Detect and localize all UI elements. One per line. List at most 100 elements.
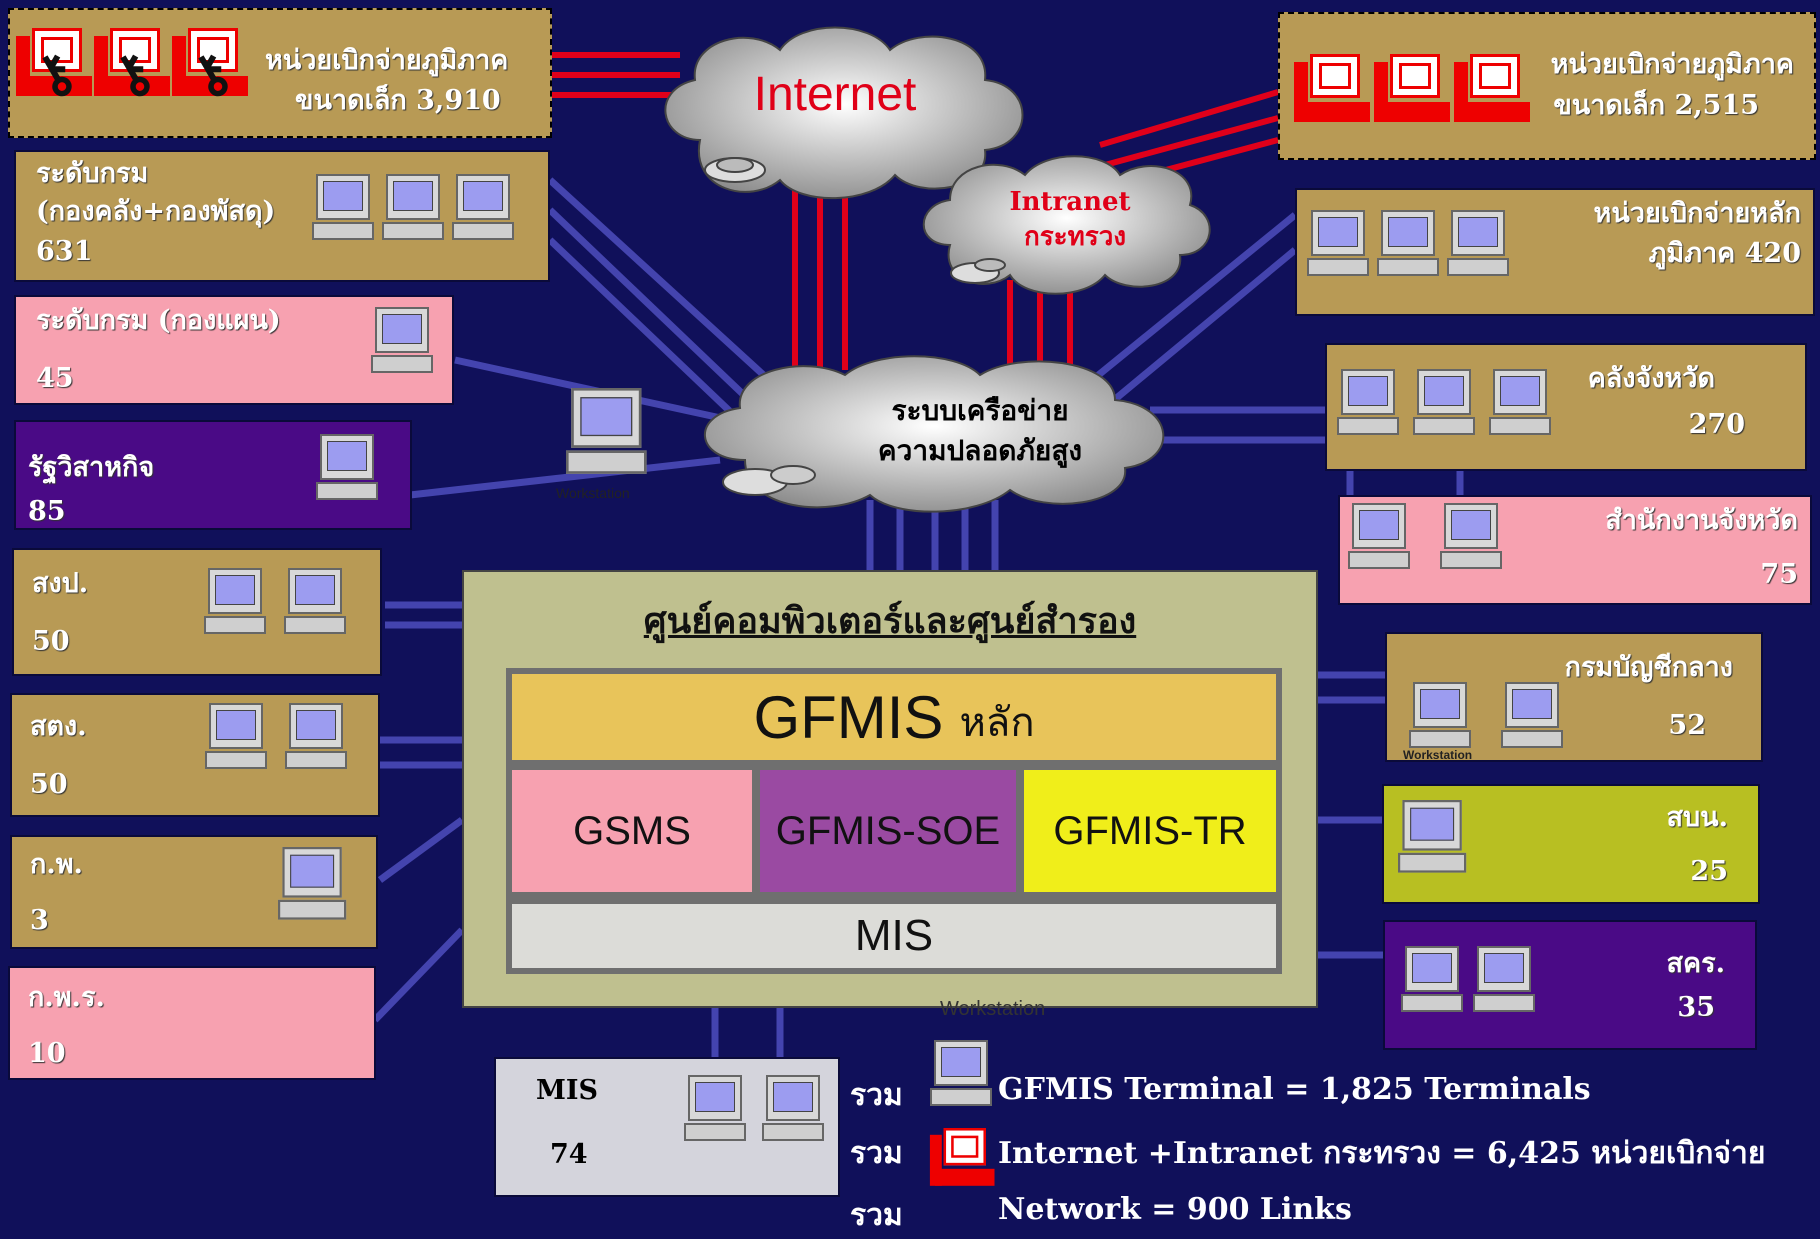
unit-department-finance: ระดับกรม (กองคลัง+กองพัสดุ) 631: [14, 150, 550, 282]
unit-count: 631: [36, 236, 93, 267]
terminal-icon: [1294, 54, 1370, 126]
pc-group: [1337, 369, 1551, 437]
legend-prefix-1: รวม: [850, 1078, 903, 1113]
gfmis-tr-module: GFMIS-TR: [1024, 770, 1276, 892]
unit-count: 10: [28, 1038, 66, 1069]
mis-unit-box: MIS 74: [494, 1057, 840, 1197]
terminal-icon: ⚷: [16, 28, 92, 110]
unit-line1: ระดับกรม: [36, 158, 149, 189]
gfmis-soe-label: GFMIS-SOE: [775, 808, 1001, 853]
computer-icon: [762, 1075, 824, 1143]
mis-module-label: MIS: [854, 911, 934, 960]
workstation-left-center: [566, 388, 647, 474]
computer-icon: [1377, 210, 1439, 278]
unit-count: 3: [30, 905, 49, 936]
computer-icon: [930, 1040, 992, 1108]
unit-line1: รัฐวิสาหกิจ: [28, 452, 155, 483]
unit-provincial-office: สำนักงานจังหวัด 75: [1338, 495, 1812, 605]
gfmis-main-label: GFMIS: [753, 683, 944, 751]
computer-icon: [1307, 210, 1369, 278]
secure-network-label-2: ความปลอดภัยสูง: [878, 434, 1082, 468]
unit-line1: หน่วยเบิกจ่ายหลัก: [1593, 198, 1801, 229]
intranet-label: Intranet: [1009, 187, 1130, 217]
terminal-icon: [1374, 54, 1450, 126]
computer-icon: [204, 568, 266, 636]
unit-public-debt: สบน. 25: [1382, 784, 1760, 904]
pc-group: [204, 568, 346, 636]
secure-network-cloud: ระบบเครือข่าย ความปลอดภัยสูง: [703, 355, 1165, 513]
small-units-right-line2: ขนาดเล็ก 2,515: [1553, 90, 1759, 121]
legend-network: Network = 900 Links: [998, 1192, 1352, 1227]
computer-icon: [1337, 369, 1399, 437]
pc-group: [1307, 210, 1509, 278]
pc-group: [1401, 946, 1535, 1014]
computer-icon: [1409, 682, 1471, 750]
unit-civil-service: ก.พ. 3: [10, 835, 378, 949]
unit-audit-office: สตง. 50: [10, 693, 380, 817]
legend-terminals: GFMIS Terminal = 1,825 Terminals: [998, 1072, 1591, 1107]
unit-count: 50: [30, 769, 68, 800]
unit-line1: ก.พ.ร.: [28, 982, 105, 1013]
unit-line1: สคร.: [1666, 948, 1725, 979]
unit-state-enterprise-policy: สคร. 35: [1383, 920, 1757, 1050]
small-units-right-box: หน่วยเบิกจ่ายภูมิภาค ขนาดเล็ก 2,515: [1278, 12, 1816, 160]
legend-prefix-2: รวม: [850, 1136, 903, 1171]
gfmis-tr-label: GFMIS-TR: [1053, 808, 1247, 853]
unit-opdc: ก.พ.ร. 10: [8, 966, 376, 1080]
mis-unit-label: MIS: [536, 1075, 599, 1106]
intranet-ministry-label: กระทรวง: [1024, 222, 1126, 252]
unit-state-enterprise: รัฐวิสาหกิจ 85: [14, 420, 412, 530]
unit-line1: ก.พ.: [30, 849, 83, 880]
workstation-label: Workstation: [1403, 748, 1473, 762]
pc-group: [205, 703, 347, 771]
computer-icon: [1348, 503, 1410, 571]
mis-unit-count: 74: [550, 1139, 588, 1170]
computer-icon: [1447, 210, 1509, 278]
computer-icon: [1501, 682, 1563, 750]
computer-icon: [285, 703, 347, 771]
pc-group: [1398, 800, 1467, 873]
computer-icon: [566, 388, 647, 476]
unit-count: 52: [1668, 710, 1706, 741]
legend-terminal-icon: [930, 1040, 992, 1108]
legend-internet-intranet: Internet +Intranet กระทรวง = 6,425 หน่วย…: [998, 1136, 1766, 1171]
unit-department-planning: ระดับกรม (กองแผน) 45: [14, 295, 454, 405]
small-units-left-line2: ขนาดเล็ก 3,910: [295, 85, 501, 116]
computer-icon: [1440, 503, 1502, 571]
unit-count: 270: [1688, 409, 1745, 440]
mis-module: MIS: [512, 904, 1276, 968]
computer-icon: [371, 307, 433, 375]
terminal-icon: [1454, 54, 1530, 126]
computer-icon: [1489, 369, 1551, 437]
pc-group: [371, 307, 433, 375]
computer-icon: [1413, 369, 1475, 437]
terminal-icon: [929, 1128, 995, 1189]
unit-line2: (กองคลัง+กองพัสดุ): [36, 196, 276, 227]
secure-network-label-1: ระบบเครือข่าย: [891, 394, 1068, 427]
unit-count: 45: [36, 363, 74, 394]
legend-prefix-3: รวม: [850, 1198, 903, 1233]
unit-line1: สำนักงานจังหวัด: [1605, 505, 1798, 536]
unit-provincial-treasury: คลังจังหวัด 270: [1325, 343, 1807, 471]
center-title: ศูนย์คอมพิวเตอร์และศูนย์สำรอง: [643, 600, 1137, 642]
gfmis-modules: GFMIS หลัก GSMS GFMIS-SOE GFMIS-TR MIS: [506, 668, 1282, 974]
unit-budget-bureau: สงป. 50: [12, 548, 382, 676]
unit-line1: กรมบัญชีกลาง: [1564, 652, 1733, 683]
unit-line1: สบน.: [1666, 802, 1728, 833]
small-units-left-line1: หน่วยเบิกจ่ายภูมิภาค: [265, 45, 509, 76]
workstation-label: Workstation: [556, 485, 630, 501]
red-pc-group: [1294, 54, 1530, 126]
gfmis-main-module: GFMIS หลัก: [512, 674, 1276, 760]
unit-comptroller-general: Workstation กรมบัญชีกลาง 52: [1385, 632, 1763, 762]
computer-icon: [316, 434, 378, 502]
computer-icon: [452, 174, 514, 242]
workstation-label: Workstation: [940, 998, 1046, 1020]
intranet-cloud: Intranet กระทรวง: [922, 155, 1211, 295]
gsms-module: GSMS: [512, 770, 752, 892]
legend-red-terminal-icon: [929, 1128, 1005, 1200]
computer-icon: [684, 1075, 746, 1143]
computer-icon: [205, 703, 267, 771]
gfmis-main-suffix: หลัก: [959, 700, 1035, 746]
computer-icon: [1398, 800, 1467, 875]
